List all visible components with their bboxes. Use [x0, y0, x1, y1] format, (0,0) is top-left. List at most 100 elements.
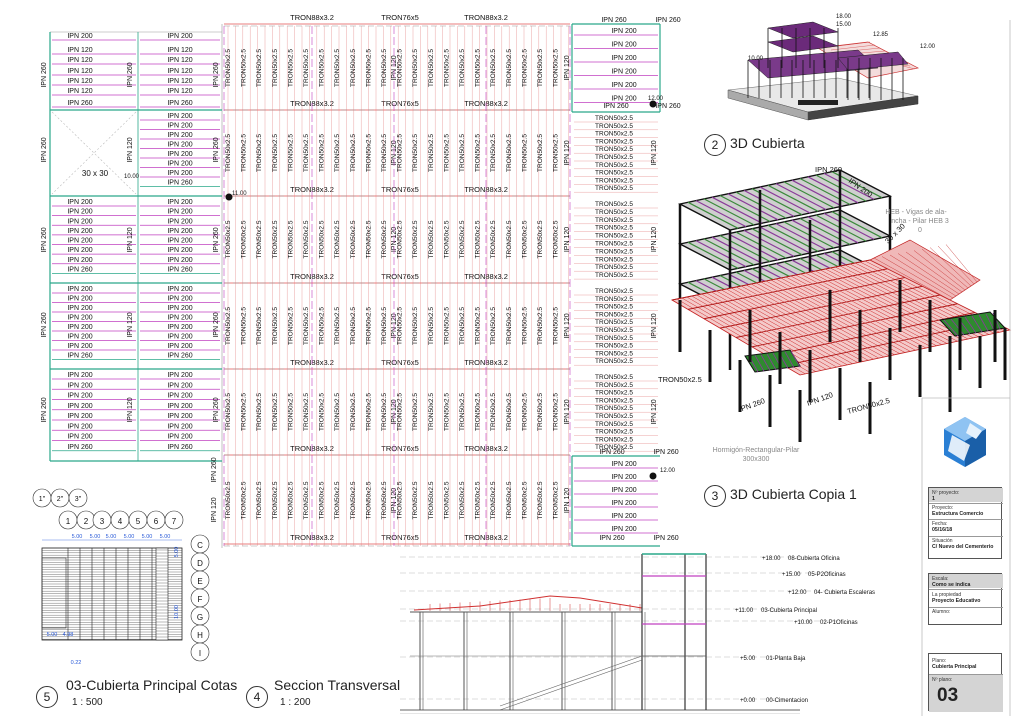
level-value: +5.00 [740, 656, 756, 662]
plan-purlin-label: TRON50x2.5 [595, 146, 633, 153]
plan-ipn-label-col2: IPN 260 [167, 100, 192, 107]
dim-label: 10.00 [174, 605, 180, 619]
plan-purlin-label: TRON50x2.5 [428, 49, 435, 87]
plan-ipn-label: IPN 260 [211, 457, 218, 482]
plan-ipn-label-bay: IPN 200 [167, 324, 192, 331]
plan-ipn-label-bay: IPN 200 [67, 413, 92, 420]
plan-ipn-label-bay: IPN 260 [167, 353, 192, 360]
view-title-5: 03-Cubierta Principal Cotas [66, 677, 238, 693]
dim-label: 5.00 [124, 534, 135, 540]
plan-purlin-label: TRON50x2.5 [459, 481, 466, 519]
section-ramp [499, 655, 643, 707]
plan-purlin-label: TRON50x2.5 [334, 481, 341, 519]
plan-purlin-label: TRON50x2.5 [256, 393, 263, 431]
plan-purlin-label: TRON50x2.5 [241, 49, 248, 87]
plan-purlin-label: TRON50x2.5 [412, 393, 419, 431]
plan-ipn-label: IPN 120 [564, 140, 571, 165]
plan-purlin-label: TRON50x2.5 [334, 393, 341, 431]
plan-purlin-label: TRON50x2.5 [537, 481, 544, 519]
roof-ridge-purlin [937, 245, 975, 285]
tower-floor-strip [711, 196, 763, 224]
plan-purlin-label: TRON50x2.5 [595, 162, 633, 169]
plan-purlin-label: TRON50x2.5 [490, 481, 497, 519]
view-number-2: 2 [704, 134, 726, 156]
plan-purlin-label: TRON50x2.5 [225, 134, 232, 172]
plan-tron-beam-label: TRON88x3.2 [464, 272, 508, 281]
plan-purlin-label: TRON50x2.5 [459, 134, 466, 172]
dim-label: 5.00 [47, 632, 58, 638]
plan-tron-beam-label: TRON88x3.2 [290, 272, 334, 281]
plan-purlin-label: TRON50x2.5 [365, 220, 372, 258]
plan-ipn-label-bay: IPN 200 [67, 434, 92, 441]
plan-purlin-label: TRON50x2.5 [319, 307, 326, 345]
tower-floor-strip [695, 200, 747, 228]
plan-purlin-label: TRON50x2.5 [443, 307, 450, 345]
stair-shape [798, 100, 838, 105]
plan-purlin-label: TRON50x2.5 [225, 307, 232, 345]
plan-ipn-label-bay: IPN 200 [67, 382, 92, 389]
tb-n-plano-label: Nº plano: [932, 677, 953, 683]
plan-purlin-label: TRON50x2.5 [595, 248, 633, 255]
plan-purlin-label: TRON50x2.5 [595, 350, 633, 357]
plan-purlin-label: TRON50x2.5 [256, 307, 263, 345]
view3-label-heb-3: 0 [918, 227, 922, 234]
plan-purlin-label: TRON50x2.5 [595, 397, 633, 404]
tower-floor-strip [703, 198, 755, 226]
plan-purlin-label: TRON50x2.5 [506, 134, 513, 172]
level-name: 02-P1Oficinas [820, 620, 858, 626]
plan-purlin-label: TRON50x2.5 [241, 134, 248, 172]
grid-bubble-label: 2 [84, 517, 89, 526]
tower-floor-strip [759, 186, 811, 214]
plan-purlin-label: TRON50x2.5 [365, 481, 372, 519]
plan-purlin-label: TRON50x2.5 [303, 220, 310, 258]
plan-ipn-label: IPN 260 [603, 103, 628, 110]
grid-bubble-label: 5 [136, 517, 141, 526]
plan-purlin-label: TRON50x2.5 [595, 390, 633, 397]
title-block-scale: Escala: Como se indica La propiedad Proy… [928, 573, 1003, 625]
right-block-strip [950, 318, 965, 336]
plan-purlin-label: TRON50x2.5 [428, 307, 435, 345]
plan-ipn-label-col2: IPN 120 [167, 47, 192, 54]
plan-ipn-label-bay: IPN 200 [67, 334, 92, 341]
plan-ipn-vertical-label: IPN 260 [41, 397, 48, 422]
plan-purlin-label: TRON50x2.5 [595, 296, 633, 303]
tb-escala: Como se indica [932, 582, 971, 588]
plan-tron-beam-label: TRON76x5 [381, 272, 419, 281]
plan-brace-line [51, 111, 137, 195]
plan-ipn-label-bay: IPN 260 [67, 266, 92, 273]
view-title-4: Seccion Transversal [274, 677, 401, 693]
tower-floor-strip [695, 240, 747, 268]
plan-ipn-label-bay: IPN 200 [67, 315, 92, 322]
grid-bubble-label: D [197, 559, 203, 568]
plan-ipn-label-bay: IPN 200 [167, 315, 192, 322]
title-block: Nº proyecto: 1 Proyecto: Estructura Come… [928, 487, 1003, 712]
plan-purlin-label: TRON50x2.5 [459, 307, 466, 345]
plan-purlin-label: TRON50x2.5 [443, 134, 450, 172]
plan-ipn-label: IPN 120 [391, 227, 398, 252]
tb-n-proyecto-label: Nº proyecto: [932, 490, 960, 496]
plan-tron-beam-label: TRON76x5 [381, 358, 419, 367]
tower-floor-strip [719, 194, 771, 223]
plan-purlin-label: TRON50x2.5 [319, 393, 326, 431]
plan-ipn-label: IPN 260 [655, 103, 680, 110]
plan-ipn-label-bay: IPN 200 [167, 372, 192, 379]
tower-floor-strip [823, 172, 875, 200]
grid-bubble-label: 7 [172, 517, 177, 526]
grid-bubble-label: I [199, 649, 201, 658]
plan-purlin-label: TRON50x2.5 [319, 220, 326, 258]
grid-bubble-label: G [197, 613, 203, 622]
plan-ipn-label-bay: IPN 200 [167, 123, 192, 130]
plan-ipn-label: IPN 200 [611, 461, 636, 468]
plan-ipn-label-bay: IPN 200 [167, 199, 192, 206]
view-title-2: 3D Cubierta [730, 135, 805, 151]
plan-purlin-label: TRON50x2.5 [595, 327, 633, 334]
grid-bubble [68, 488, 88, 508]
plan-purlin-label: TRON50x2.5 [241, 481, 248, 519]
view-number-4: 4 [246, 686, 268, 708]
tb-proyecto: Estructura Comercio [932, 511, 984, 517]
plan-purlin-label: TRON50x2.5 [365, 393, 372, 431]
plan-ipn-label-bay: IPN 200 [67, 247, 92, 254]
plan-ipn-label-bay: IPN 200 [167, 218, 192, 225]
